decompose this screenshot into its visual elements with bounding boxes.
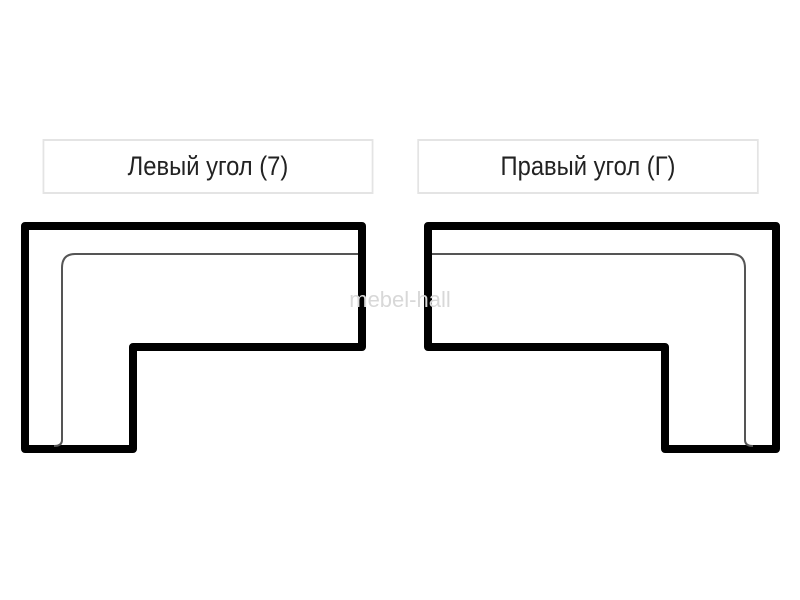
right-corner-sofa	[424, 222, 780, 453]
left-corner-header: Левый угол (7)	[42, 139, 374, 194]
right-sofa-outline	[424, 222, 780, 453]
left-sofa-seam	[53, 253, 358, 447]
watermark: mebel-hall	[349, 287, 451, 312]
right-corner-label: Правый угол (Г)	[500, 151, 676, 181]
left-corner-label: Левый угол (7)	[127, 151, 289, 181]
left-corner-sofa	[21, 222, 366, 453]
right-sofa-seam	[432, 253, 754, 447]
right-corner-header: Правый угол (Г)	[417, 139, 759, 194]
left-sofa-outline	[21, 222, 366, 453]
